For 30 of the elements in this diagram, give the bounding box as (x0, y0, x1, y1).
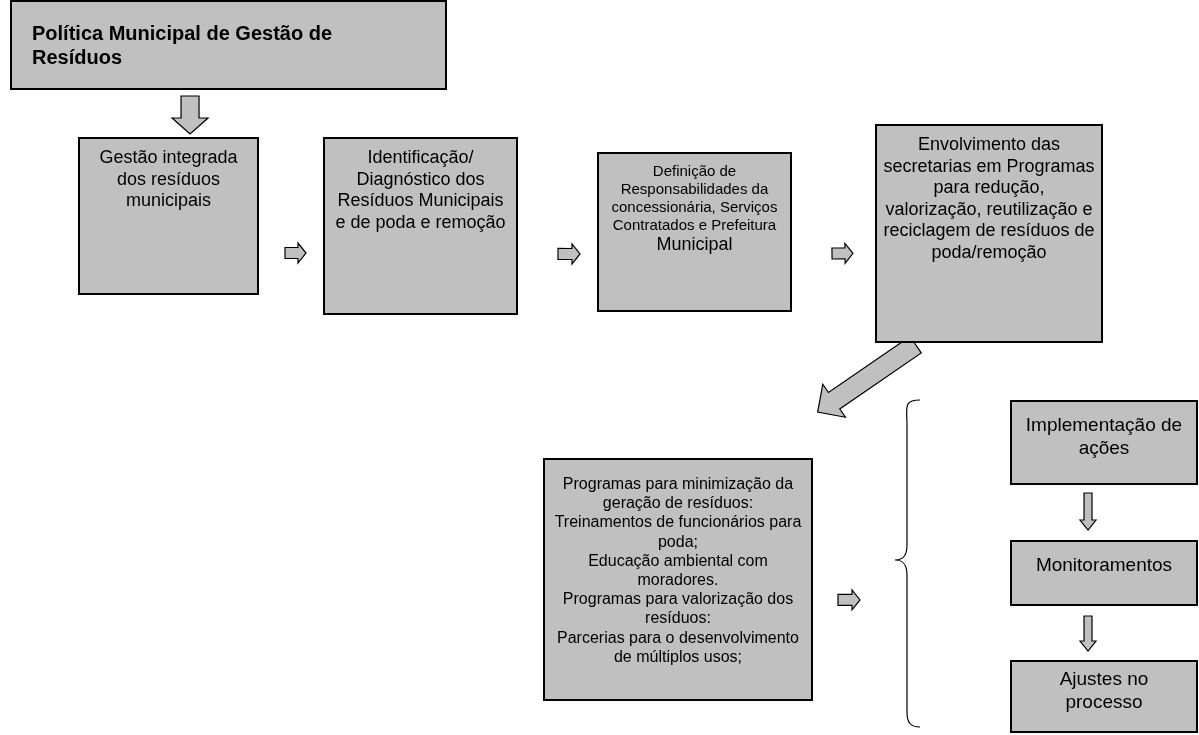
box-text: Definição de Responsabilidades da concessionária, Serviços Contratados e Prefeitura (610, 162, 779, 234)
box-text: Gestão integrada dos resíduos municipais (98, 147, 239, 212)
process-box (1010, 400, 1198, 485)
block-arrow (170, 95, 210, 135)
box-text: Municipal (656, 234, 733, 256)
block-arrow (831, 241, 854, 266)
process-box (78, 137, 259, 295)
process-box (543, 458, 813, 701)
box-text: Envolvimento das secretarias em Programas para redução, valorização, reutilização e reciclagem de resíduos de poda/remoção (883, 134, 1095, 264)
block-arrow (284, 241, 307, 265)
process-box (1010, 540, 1198, 606)
box-text: Identificação/ Diagnóstico dos Resíduos Municipais e de poda e remoção (334, 147, 507, 234)
box-text: Programas para valorização dos resíduos: (561, 589, 795, 628)
box-text: Programas para minimização da geração de resíduos: (561, 474, 795, 513)
process-box (875, 124, 1103, 343)
process-box (323, 137, 518, 315)
box-text: Educação ambiental com moradores. (587, 550, 769, 590)
box-text: Política Municipal de Gestão de Resíduos (32, 21, 334, 69)
box-text: Ajustes no processo (1058, 668, 1150, 714)
title-box (10, 0, 447, 90)
box-text: Implementação de ações (1024, 414, 1184, 460)
block-arrow (557, 242, 581, 266)
box-text: Parcerias para o desenvolvimento de múltiplos usos; (556, 627, 800, 666)
process-box (1010, 660, 1198, 733)
process-box (597, 152, 792, 312)
box-text: Monitoramentos (1035, 554, 1173, 577)
block-arrow (1078, 492, 1098, 531)
block-arrow (1078, 615, 1098, 652)
block-arrow (837, 588, 861, 612)
box-text: Treinamentos de funcionários para poda; (553, 512, 803, 551)
